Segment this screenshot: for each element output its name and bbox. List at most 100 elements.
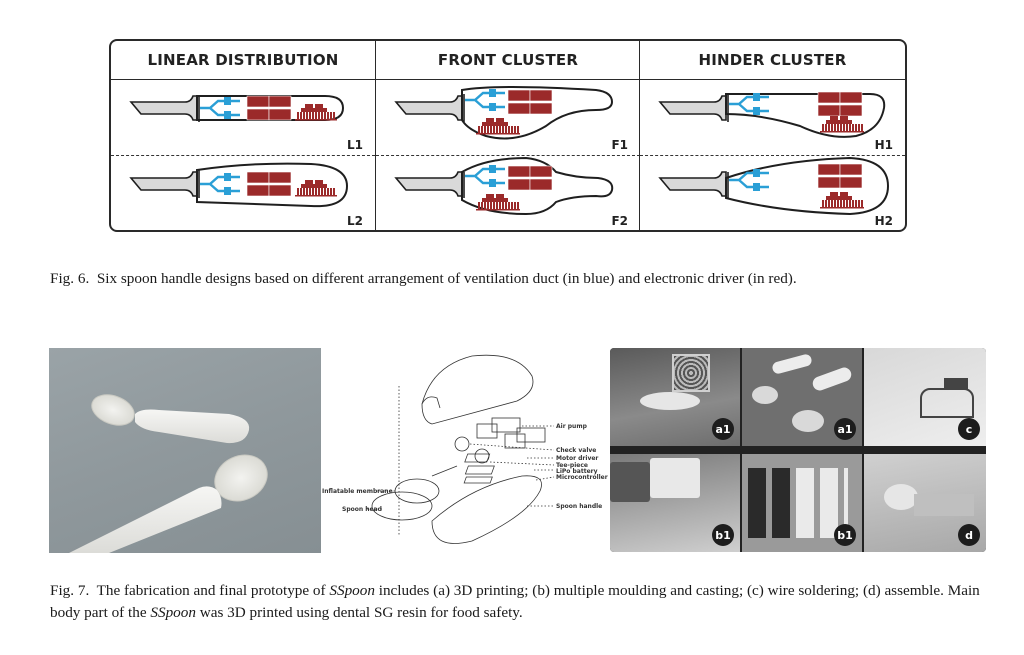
board-base	[295, 195, 337, 197]
air-pump-block	[529, 165, 553, 178]
column-hinder-cluster: HINDER CLUSTER H1 H2	[639, 41, 905, 230]
photo-printed-parts: a1	[742, 348, 862, 446]
component	[305, 104, 313, 109]
air-pump-block	[839, 91, 863, 104]
spoon-design-L2-drawing	[129, 162, 349, 208]
air-pump-1	[491, 417, 521, 433]
duct-branch	[465, 167, 491, 185]
pin	[300, 188, 302, 195]
pin	[837, 124, 839, 131]
design-label: F1	[611, 138, 628, 152]
pin	[481, 202, 483, 209]
air-pump-block	[839, 163, 863, 176]
spoon-neck	[129, 95, 198, 121]
air-pump-block	[246, 108, 270, 121]
board-base	[820, 131, 864, 133]
wires	[920, 388, 974, 418]
design-cell-F1: F1	[376, 80, 640, 156]
design-cell-L1: L1	[111, 80, 375, 156]
silicone-bucket	[610, 462, 650, 502]
design-cell-L2: L2	[111, 155, 375, 230]
design-cell-F2: F2	[376, 155, 640, 230]
spoon-neck	[394, 171, 463, 197]
pin	[828, 200, 830, 207]
tube	[431, 465, 458, 477]
check-valve	[753, 107, 760, 115]
pin	[858, 124, 860, 131]
air-pump-block	[529, 102, 553, 115]
column-header: LINEAR DISTRIBUTION	[111, 41, 375, 80]
mould-array-dark	[748, 468, 790, 538]
label-microcontroller: Microcontroller	[556, 474, 608, 481]
caption-label: Fig. 6.	[50, 270, 90, 287]
air-pumps	[817, 91, 863, 117]
air-pump-2	[516, 427, 546, 443]
ventilation-duct	[200, 173, 240, 195]
air-pump-block	[529, 89, 553, 102]
top-shell	[421, 354, 534, 425]
pin	[306, 112, 308, 119]
check-valve	[224, 187, 231, 195]
step-badge: d	[958, 524, 980, 546]
pin	[858, 200, 860, 207]
air-pump-block	[817, 176, 841, 189]
duct-tube	[231, 175, 240, 193]
pin	[321, 188, 323, 195]
component	[830, 116, 838, 121]
pin	[840, 200, 842, 207]
pin	[822, 200, 824, 207]
step-badge: a1	[712, 418, 734, 440]
printed-part	[640, 392, 700, 410]
step-badge: a1	[834, 418, 856, 440]
pin	[825, 200, 827, 207]
air-pump-block	[246, 171, 270, 184]
label-check-valve: Check valve	[556, 447, 596, 454]
pin	[502, 202, 504, 209]
label-tee-piece: Tee-piece	[556, 462, 588, 469]
air-pump-block	[839, 104, 863, 117]
duct-tube	[496, 91, 505, 109]
design-label: L1	[347, 138, 363, 152]
pin	[318, 188, 320, 195]
air-pump-block	[817, 104, 841, 117]
air-pump-block	[507, 102, 531, 115]
check-valve	[489, 165, 496, 173]
pin	[846, 124, 848, 131]
spoons-photo-illustration	[69, 394, 268, 553]
printed-handle	[810, 365, 854, 393]
pin	[855, 124, 857, 131]
design-label: H2	[874, 214, 893, 228]
air-pump-block	[817, 163, 841, 176]
pin	[303, 112, 305, 119]
component	[301, 184, 327, 188]
check-valve	[224, 111, 231, 119]
spoon-neck	[658, 95, 727, 121]
pin	[837, 200, 839, 207]
duct-branch	[729, 171, 755, 189]
leader-lines	[367, 425, 555, 510]
pin	[487, 202, 489, 209]
board-base	[820, 207, 864, 209]
pin	[297, 112, 299, 119]
printer-fan	[672, 354, 710, 392]
component	[482, 198, 508, 202]
duct-tube	[760, 95, 769, 113]
component	[315, 104, 323, 109]
pin	[511, 202, 513, 209]
pin	[309, 188, 311, 195]
label-motor-driver: Motor driver	[556, 455, 598, 462]
air-pumps	[817, 163, 863, 189]
microcontroller-board	[463, 476, 493, 484]
step-badge: b1	[834, 524, 856, 546]
pin	[315, 188, 317, 195]
electronic-board	[476, 118, 520, 135]
pin	[505, 126, 507, 133]
component	[840, 116, 848, 121]
figure-6-design-table: LINEAR DISTRIBUTION L1 L2 FRONT CLUSTER …	[109, 39, 907, 232]
pin	[315, 112, 317, 119]
design-label: L2	[347, 214, 363, 228]
pin	[849, 124, 851, 131]
component	[315, 180, 323, 185]
pin	[861, 200, 863, 207]
photo-assembly: d	[864, 454, 986, 552]
